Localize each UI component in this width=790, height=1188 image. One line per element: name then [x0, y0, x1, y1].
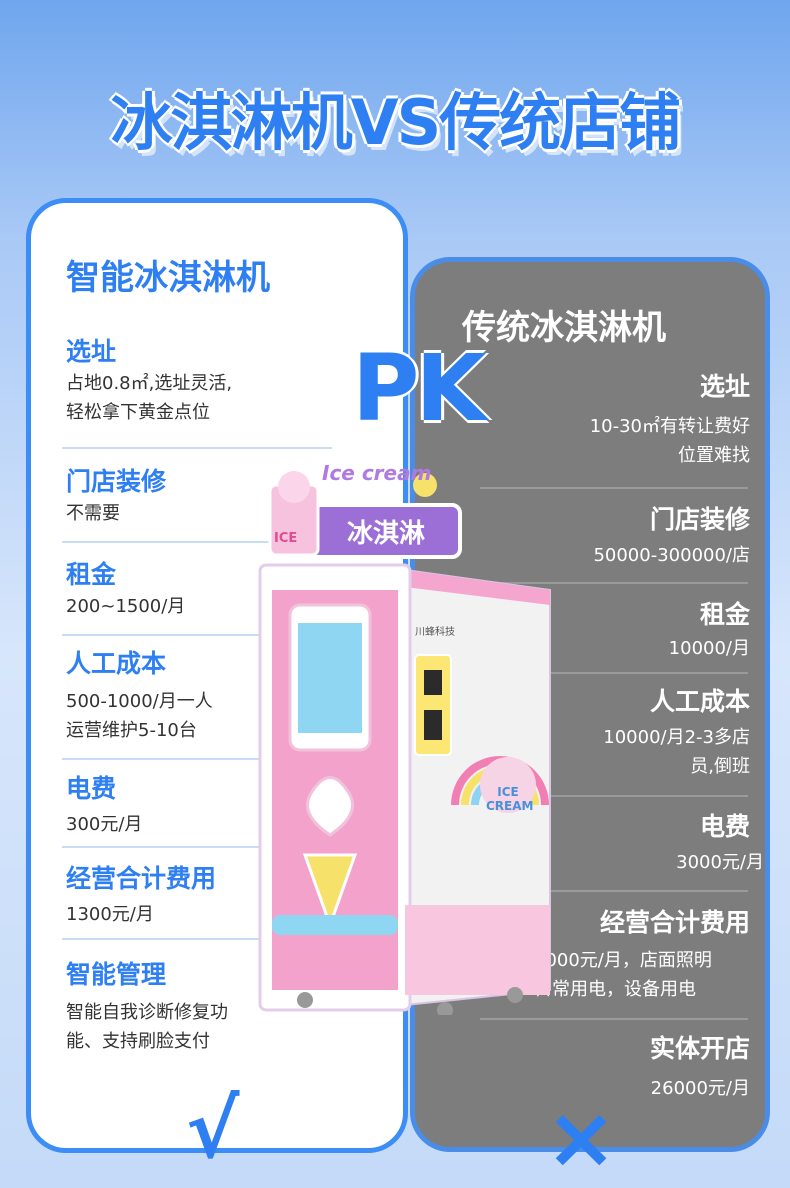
- machine-icon: [258, 471, 551, 1018]
- divider: [480, 672, 748, 674]
- machine-side-text: ICE CREAM: [486, 785, 534, 813]
- right-section-body: 10000/月: [668, 638, 750, 659]
- divider: [62, 447, 332, 449]
- divider: [480, 795, 748, 797]
- check-icon: √: [186, 1083, 240, 1176]
- divider: [62, 758, 332, 760]
- cross-icon: ×: [545, 1088, 618, 1188]
- divider: [62, 938, 332, 940]
- left-section-body: 200~1500/月: [66, 596, 186, 617]
- right-section: 选址 10-30㎡有转让费好 位置难找: [470, 370, 750, 470]
- right-section-title: 经营合计费用: [599, 908, 750, 937]
- left-section-title: 租金: [66, 560, 117, 589]
- machine-badge-text: ICE: [274, 531, 298, 546]
- right-section-body: 6000元/月，店面照明 日常用电，设备用电: [534, 950, 712, 1000]
- left-section-title: 门店装修: [66, 467, 167, 496]
- left-section: 选址 占地0.8㎡,选址灵活, 轻松拿下黄金点位: [66, 335, 336, 427]
- right-section: 租金 10000/月: [470, 598, 750, 663]
- right-section-title: 电费: [699, 812, 750, 841]
- left-section: 租金 200~1500/月: [66, 558, 336, 621]
- divider: [480, 890, 748, 892]
- right-section: 经营合计费用 6000元/月，店面照明 日常用电，设备用电: [484, 906, 764, 1004]
- machine-sign-text: 冰淇淋: [346, 519, 425, 549]
- right-section: 电费 3000元/月: [484, 810, 764, 877]
- pk-label: PK: [352, 335, 487, 442]
- right-section-title: 选址: [699, 372, 750, 401]
- ice-cream-machine-illustration: 冰淇淋 Ice cream ICE ICE CREAM 川蜂科技: [250, 455, 555, 1018]
- left-section: 门店装修 不需要: [66, 465, 336, 528]
- left-section-title: 电费: [66, 774, 117, 803]
- divider: [62, 846, 332, 848]
- left-section: 人工成本 500-1000/月一人 运营维护5-10台: [66, 647, 336, 745]
- right-section-title: 租金: [699, 600, 750, 629]
- right-section: 人工成本 10000/月2-3多店 员,倒班: [470, 685, 750, 781]
- divider: [62, 541, 332, 543]
- right-heading: 传统冰淇淋机: [462, 308, 666, 348]
- right-section-body: 10-30㎡有转让费好 位置难找: [589, 416, 750, 466]
- right-section: 实体开店 26000元/月: [470, 1032, 750, 1103]
- right-section: 门店装修 50000-300000/店: [470, 503, 750, 570]
- left-section: 电费 300元/月: [66, 772, 336, 839]
- left-section: 智能管理 智能自我诊断修复功 能、支持刷脸支付: [66, 958, 336, 1056]
- right-section-body: 10000/月2-3多店 员,倒班: [603, 727, 750, 777]
- left-section-body: 300元/月: [66, 814, 143, 835]
- divider: [480, 1018, 748, 1020]
- right-section-title: 门店装修: [649, 505, 750, 534]
- divider: [480, 487, 748, 489]
- left-section-body: 占地0.8㎡,选址灵活, 轻松拿下黄金点位: [66, 373, 233, 423]
- left-heading: 智能冰淇淋机: [66, 258, 270, 298]
- left-section: 经营合计费用 1300元/月: [66, 862, 336, 929]
- right-section-body: 3000元/月: [676, 852, 764, 873]
- right-section-body: 26000元/月: [650, 1078, 750, 1099]
- left-section-title: 经营合计费用: [66, 864, 217, 893]
- left-section-body: 1300元/月: [66, 904, 154, 925]
- left-section-body: 不需要: [66, 503, 120, 524]
- right-section-body: 50000-300000/店: [593, 545, 750, 566]
- left-section-body: 智能自我诊断修复功 能、支持刷脸支付: [66, 1002, 228, 1052]
- right-section-title: 人工成本: [649, 687, 750, 716]
- left-section-title: 智能管理: [66, 960, 167, 989]
- machine-sign-top-text: Ice cream: [322, 461, 432, 485]
- divider: [62, 634, 332, 636]
- machine-brand-text: 川蜂科技: [415, 627, 455, 638]
- left-section-body: 500-1000/月一人 运营维护5-10台: [66, 691, 213, 741]
- right-section-title: 实体开店: [649, 1034, 750, 1063]
- page-title: 冰淇淋机VS传统店铺: [110, 86, 682, 159]
- left-section-title: 人工成本: [66, 649, 167, 678]
- left-section-title: 选址: [66, 337, 117, 366]
- divider: [480, 582, 748, 584]
